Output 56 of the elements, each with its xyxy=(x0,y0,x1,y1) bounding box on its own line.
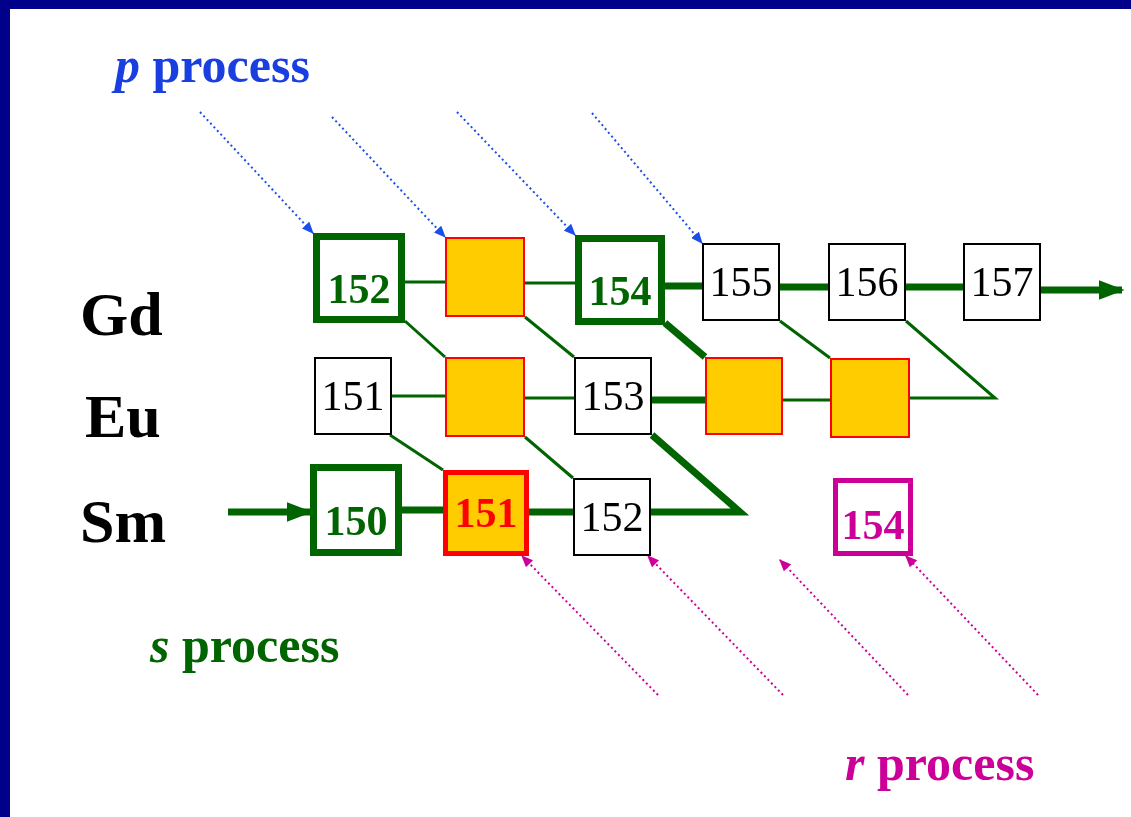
mass-number: 156 xyxy=(835,261,899,303)
path-line xyxy=(404,319,446,359)
isotope-box xyxy=(833,478,913,556)
path-line xyxy=(392,394,445,398)
mass-number: 157 xyxy=(970,261,1034,303)
path-line xyxy=(649,432,750,516)
path-line xyxy=(783,398,830,402)
process-arrow xyxy=(905,555,1039,696)
isotope-box xyxy=(310,464,402,556)
isotope-box xyxy=(314,357,392,435)
path-line xyxy=(525,396,574,400)
path-line xyxy=(389,433,444,472)
path-line xyxy=(906,283,963,291)
path-line xyxy=(780,283,828,291)
empty-box xyxy=(705,357,783,435)
mass-number: 152 xyxy=(327,268,391,310)
path-line xyxy=(524,315,575,359)
process-arrow xyxy=(456,111,576,236)
mass-number: 152 xyxy=(580,496,644,538)
path-line xyxy=(905,319,1000,400)
path-line xyxy=(402,506,443,514)
mass-number: 154 xyxy=(588,270,652,312)
isotope-box xyxy=(574,357,652,435)
path-line xyxy=(525,281,575,285)
mass-number: 151 xyxy=(454,492,518,534)
empty-box xyxy=(445,357,525,437)
empty-box xyxy=(445,237,525,317)
element-symbol: Eu xyxy=(85,385,161,447)
isotope-box xyxy=(443,470,529,556)
process-arrow xyxy=(647,555,784,696)
isotope-box xyxy=(573,478,651,556)
isotope-box xyxy=(702,243,780,321)
mass-number: 150 xyxy=(324,500,388,542)
path-line xyxy=(529,508,573,516)
mass-number: 151 xyxy=(321,375,385,417)
path-line xyxy=(405,280,445,284)
process-arrow xyxy=(331,116,446,238)
isotope-box xyxy=(828,243,906,321)
element-symbol: Sm xyxy=(80,490,167,552)
empty-box xyxy=(830,358,910,438)
path-line xyxy=(524,435,574,480)
path-line xyxy=(665,282,702,290)
path-line xyxy=(779,319,831,360)
mass-number: 155 xyxy=(709,261,773,303)
isotope-box xyxy=(575,235,665,325)
path-line xyxy=(662,320,708,360)
isotope-box xyxy=(963,243,1041,321)
process-arrow xyxy=(591,112,703,244)
process-arrow xyxy=(199,111,314,234)
mass-number: 153 xyxy=(581,375,645,417)
process-arrow xyxy=(521,555,659,696)
flow-arrow xyxy=(1041,280,1124,300)
path-line xyxy=(652,396,705,404)
isotope-box xyxy=(313,233,405,323)
element-symbol: Gd xyxy=(80,283,163,345)
mass-number: 154 xyxy=(841,504,905,546)
